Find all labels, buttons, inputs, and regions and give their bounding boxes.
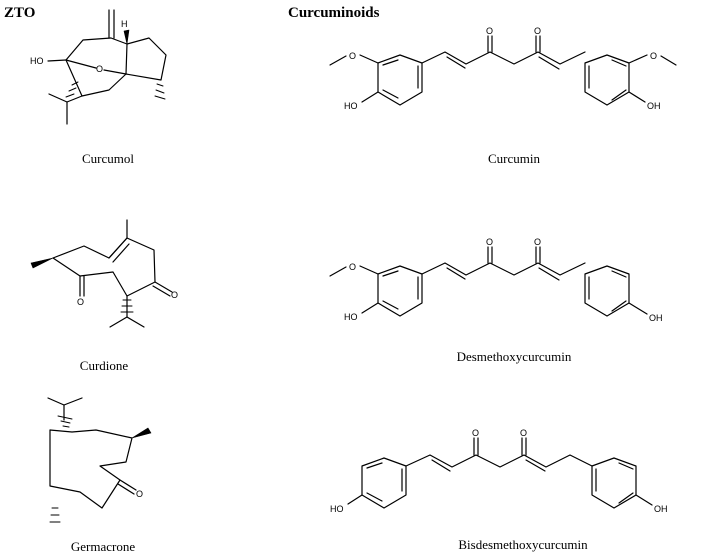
curcumin-left-ho: HO <box>344 101 358 111</box>
desmethoxycurcumin-right-oh: OH <box>649 313 663 323</box>
desmethoxycurcumin-ketone-oxygen-1: O <box>486 237 493 247</box>
germacrone-caption: Germacrone <box>70 539 136 554</box>
curcumin-caption: Curcumin <box>488 151 540 166</box>
bisdesmethoxycurcumin-left-ho: HO <box>330 504 344 514</box>
curcumin-right-ome-oxygen: O <box>650 51 657 61</box>
germacrone-structure <box>47 397 152 523</box>
desmethoxycurcumin-ome-oxygen: O <box>349 262 356 272</box>
desmethoxycurcumin-structure <box>329 246 648 317</box>
bisdesmethoxycurcumin-caption: Bisdesmethoxycurcumin <box>458 537 588 552</box>
bisdesmethoxycurcumin-ketone-oxygen-1: O <box>472 428 479 438</box>
curdione-caption: Curdione <box>79 358 129 373</box>
curdione-oxygen-right: O <box>171 290 178 300</box>
curdione-structure <box>30 219 173 328</box>
desmethoxycurcumin-caption: Desmethoxycurcumin <box>456 349 572 364</box>
bisdesmethoxycurcumin-ketone-oxygen-2: O <box>520 428 527 438</box>
zto-heading: ZTO <box>4 5 36 21</box>
bisdesmethoxycurcumin-right-oh: OH <box>654 504 668 514</box>
ho-label: HO <box>30 56 44 66</box>
curcumin-right-oh: OH <box>647 101 661 111</box>
curcumin-ketone-oxygen-1: O <box>486 26 493 36</box>
curcumin-left-ome-oxygen: O <box>349 51 356 61</box>
bisdesmethoxycurcumin-structure <box>347 437 653 509</box>
curcumin-ketone-oxygen-2: O <box>534 26 541 36</box>
bridge-oxygen-label: O <box>96 64 103 74</box>
germacrone-oxygen: O <box>136 489 143 499</box>
desmethoxycurcumin-ketone-oxygen-2: O <box>534 237 541 247</box>
desmethoxycurcumin-left-ho: HO <box>344 312 358 322</box>
h-label: H <box>121 19 128 29</box>
curcumol-structure <box>47 9 167 125</box>
curcumin-structure <box>329 35 677 106</box>
curdione-oxygen-left: O <box>77 297 84 307</box>
curcuminoids-heading: Curcuminoids <box>288 5 380 21</box>
curcumol-caption: Curcumol <box>82 151 134 166</box>
